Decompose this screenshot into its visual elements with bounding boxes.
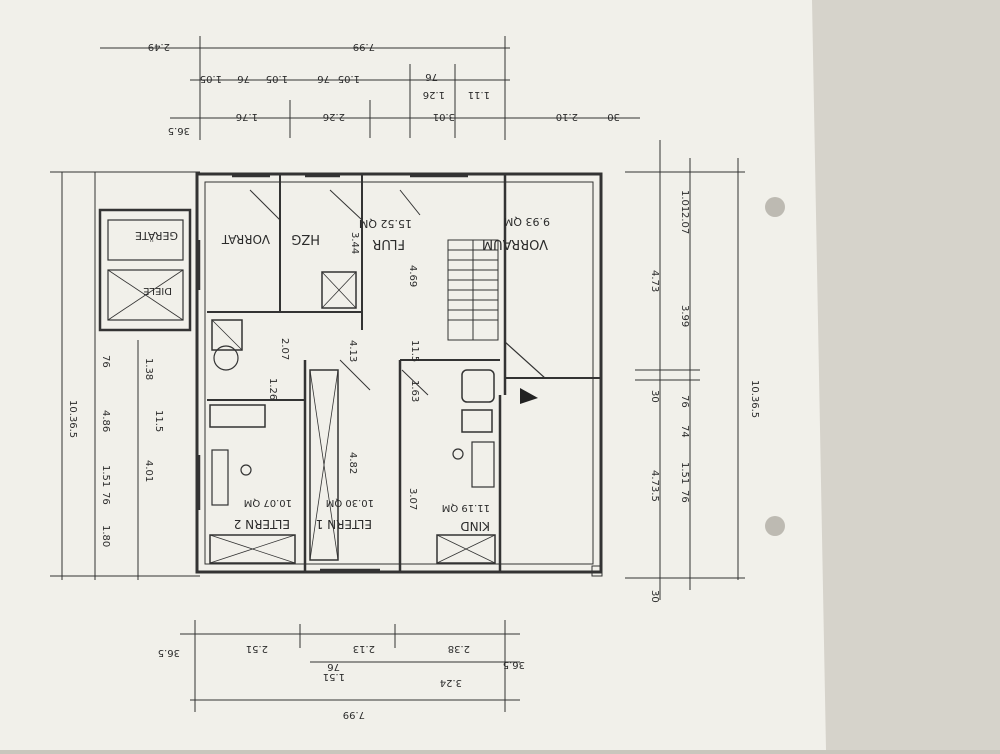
dim-left-inner-1: 4.01 (143, 460, 154, 482)
dim-bottom-4: 36.5 (503, 659, 525, 670)
dim-top-3: 2.26 (323, 111, 345, 122)
dim-right-inner-6: 76 (679, 490, 690, 503)
area-kind: 11.19 QM (442, 502, 490, 513)
dim-left-inner-2: 11.5 (153, 410, 164, 432)
sink (461, 409, 493, 433)
dim-lines-left (50, 171, 200, 580)
room-hzg: HZG (291, 231, 320, 246)
toilet (461, 369, 495, 403)
dim-top-small-3: 76 (317, 73, 330, 84)
dim-right-2: 4.73.5 (649, 470, 660, 502)
dim-bottom-1: 2.38 (448, 643, 470, 654)
closet (436, 534, 496, 564)
washbasin (211, 319, 243, 351)
dim-bottom-0: 36.5 (158, 647, 180, 658)
dim-top-left: 2.49 (148, 41, 170, 52)
back-paper (800, 0, 1000, 750)
dim-bottom-total: 7.99 (343, 709, 365, 720)
dim-left-4: 1.80 (100, 525, 111, 547)
dim-bottom-2: 2.13 (353, 643, 375, 654)
dim-right-total: 10.36.5 (749, 380, 760, 418)
dim-top-5: 36.5 (168, 125, 190, 136)
dim-right-inner-4: 74 (679, 425, 690, 438)
windows (197, 174, 468, 572)
dim-interior-3: 4.82 (347, 452, 358, 474)
dim-right-inner-2: 3.99 (679, 305, 690, 327)
dim-left-0: 76 (100, 355, 111, 368)
room-eltern1: ELTERN 1 (316, 517, 372, 531)
dimension-labels: 7.99 2.49 30 2.10 3.01 2.26 1.76 36.5 1.… (67, 41, 760, 720)
dim-top-small-6: 76 (425, 71, 438, 82)
dim-top-0: 30 (607, 111, 620, 122)
dim-lines-bottom (180, 620, 520, 712)
dim-top-small-4: 1.05 (338, 73, 360, 84)
dim-left-2: 1.51 (100, 465, 111, 487)
closet (209, 534, 296, 564)
dim-top-small-0: 1.05 (200, 73, 222, 84)
room-flur: FLUR (372, 236, 405, 251)
dim-right-inner-5: 1.51 (679, 462, 690, 484)
dim-top-small-5: 1.26 (423, 89, 445, 100)
dim-top-2: 3.01 (433, 111, 455, 122)
dim-lines-right (625, 140, 745, 600)
room-vorrat: VORRAT (221, 232, 270, 246)
room-eltern2: ELTERN 2 (234, 517, 290, 531)
room-labels: VORRAUM 9.93 QM FLUR 15.52 QM HZG VORRAT… (135, 215, 550, 533)
area-vorraum: 9.93 QM (504, 215, 550, 228)
dim-bottom-small-0: 3.24 (440, 677, 462, 688)
dim-top-small-7: 1.11 (468, 89, 490, 100)
area-flur: 15.52 QM (359, 217, 412, 230)
room-geraete: GERÄTE (135, 229, 178, 242)
dim-left-inner-0: 1.38 (143, 358, 154, 380)
dim-top-small-2: 1.05 (266, 73, 288, 84)
dim-interior-6: 2.07 (279, 338, 290, 360)
punch-hole-bottom (765, 516, 785, 536)
closet (209, 404, 266, 428)
punch-hole-top (765, 197, 785, 217)
dim-interior-5: 1.63 (409, 380, 420, 402)
dim-right-3: 30 (649, 590, 660, 603)
paper-sheet (0, 0, 826, 750)
dim-bottom-small-1: 1.51 (323, 671, 345, 682)
stairs (447, 239, 499, 341)
room-kind: KIND (460, 519, 490, 533)
dim-bottom-small-2: 76 (327, 661, 340, 672)
area-eltern1: 10.30 QM (326, 497, 374, 508)
dim-left-total: 10.36.5 (67, 400, 78, 438)
dim-top-4: 1.76 (236, 111, 258, 122)
annex (98, 208, 192, 332)
dim-interior-1: 4.69 (407, 265, 418, 287)
dim-right-inner-1: 2.07 (679, 212, 690, 234)
closet (309, 369, 339, 561)
dim-right-inner-3: 76 (679, 395, 690, 408)
plan-drawing (50, 36, 745, 712)
dim-interior-8: 11.5 (409, 340, 420, 362)
dim-lines-top (100, 36, 640, 140)
dim-interior-4: 3.07 (407, 488, 418, 510)
dim-top-small-1: 76 (237, 73, 250, 84)
dim-interior-2: 4.13 (347, 340, 358, 362)
dim-right-inner-0: 1.01 (679, 190, 690, 212)
room-diele: DIELE (143, 285, 172, 296)
boiler (321, 271, 357, 309)
room-vorraum: VORRAUM (482, 236, 548, 251)
door-swing (504, 341, 547, 379)
dim-right-0: 4.73 (649, 270, 660, 292)
dim-left-3: 76 (100, 492, 111, 505)
dim-interior-7: 1.26 (267, 378, 278, 400)
dim-left-1: 4.86 (100, 410, 111, 432)
dim-right-1: 30 (649, 390, 660, 403)
dim-bottom-3: 2.51 (246, 643, 268, 654)
dim-top-1: 2.10 (556, 111, 578, 122)
dim-interior-0: 3.44 (349, 232, 360, 254)
area-eltern2: 10.07 QM (244, 497, 292, 508)
dim-top-total: 7.99 (353, 41, 375, 52)
entry-arrow (520, 388, 538, 404)
